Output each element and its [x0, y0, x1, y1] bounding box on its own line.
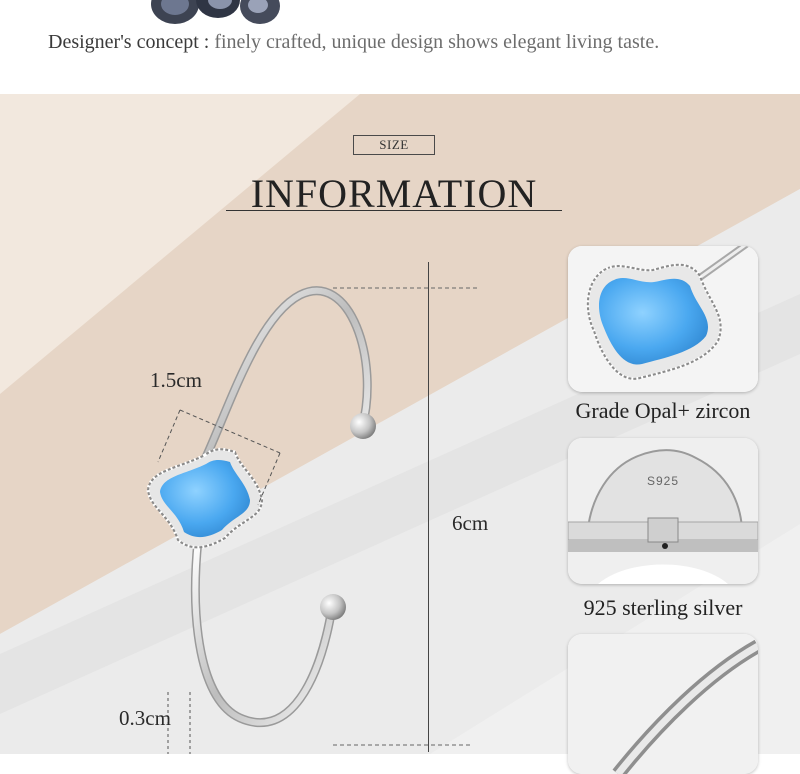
s925-stamp-text: S925 [646, 474, 680, 488]
bangle-end-ball [320, 594, 346, 620]
gemstones-image [151, 0, 280, 24]
stamp-closeup-image [568, 438, 758, 584]
concept-banner: Designer's concept : finely crafted, uni… [0, 0, 800, 94]
detail-caption-silver: 925 sterling silver [583, 595, 743, 620]
detail-card-silver: S925 [568, 438, 758, 584]
detail-card-opal [568, 246, 758, 392]
bangle-illustration [146, 286, 478, 754]
bangle-end-ball [350, 413, 376, 439]
section-title: INFORMATION [250, 171, 538, 216]
band-dimension-label: 0.3cm [119, 706, 171, 730]
height-dimension-label: 6cm [452, 511, 489, 535]
opal-closeup-image [568, 246, 758, 392]
detail-card-band [568, 634, 758, 774]
title-underline [226, 210, 562, 211]
band-closeup-image [568, 634, 758, 774]
detail-caption-opal: Grade Opal+ zircon [575, 398, 751, 423]
width-dimension-label: 1.5cm [150, 368, 202, 392]
concept-description: finely crafted, unique design shows eleg… [209, 31, 660, 53]
size-tag: SIZE [353, 135, 435, 155]
concept-label: Designer's concept : [48, 31, 210, 53]
bangle-wire [195, 286, 372, 475]
height-guide-line [428, 262, 429, 752]
designer-concept-text: Designer's concept : finely crafted, uni… [48, 31, 659, 54]
opal-charm [146, 447, 264, 549]
